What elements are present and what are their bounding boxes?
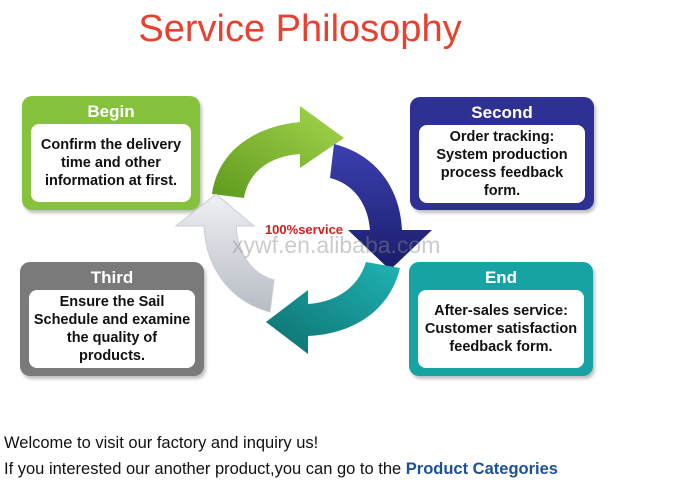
center-label: 100%service [264, 222, 344, 237]
step-second-text: Order tracking: System production proces… [419, 125, 585, 203]
product-categories-link[interactable]: Product Categories [405, 460, 558, 478]
watermark: xywf.en.alibaba.com [232, 232, 441, 258]
step-second-text-content: Order tracking: System production proces… [436, 129, 568, 199]
step-begin-box: Begin Confirm the delivery time and othe… [22, 96, 200, 210]
arrow-gray [174, 193, 275, 313]
cycle-arrows-diagram [174, 106, 432, 354]
footer-product-line: If you interested our another product,yo… [4, 460, 558, 479]
footer-welcome-text: Welcome to visit our factory and inquiry… [4, 434, 319, 452]
step-end-box: End After-sales service: Customer satisf… [409, 262, 593, 376]
step-end-text-content: After-sales service: Customer satisfacti… [424, 303, 578, 355]
step-begin-text-content: Confirm the delivery time and other info… [40, 137, 182, 189]
footer-product-prefix: If you interested our another product,yo… [4, 460, 406, 478]
step-second-box: Second Order tracking: System production… [410, 97, 594, 210]
step-begin-header: Begin [87, 102, 135, 121]
page-title: Service Philosophy [138, 8, 462, 50]
step-second-header: Second [471, 103, 533, 122]
step-begin-text: Confirm the delivery time and other info… [31, 124, 191, 202]
step-end-text: After-sales service: Customer satisfacti… [418, 290, 584, 368]
step-end-header: End [484, 268, 518, 287]
arrow-teal [266, 262, 400, 354]
step-third-text-content: Ensure the Sail Schedule and examine the… [33, 294, 191, 364]
arrow-navy [330, 144, 432, 270]
arrow-green [212, 106, 344, 198]
step-third-text: Ensure the Sail Schedule and examine the… [29, 290, 195, 368]
step-third-header: Third [90, 268, 134, 287]
step-third-box: Third Ensure the Sail Schedule and exami… [20, 262, 204, 376]
